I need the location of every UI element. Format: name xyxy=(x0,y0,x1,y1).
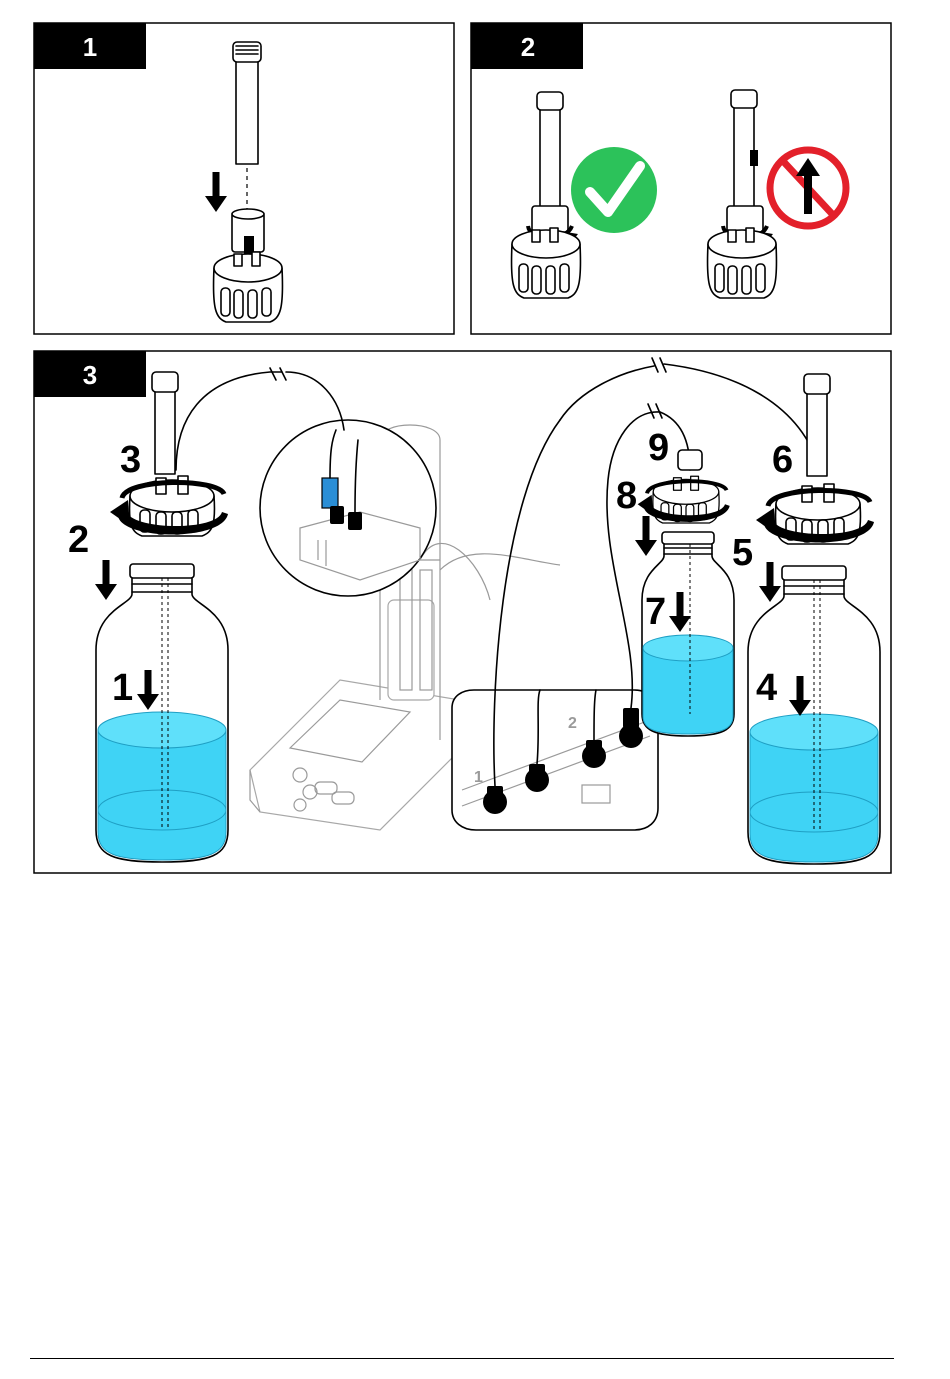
prohibited-icon xyxy=(770,150,846,226)
bottle-cap-1 xyxy=(214,252,283,322)
step-number-4: 4 xyxy=(756,667,777,709)
step-number-8: 8 xyxy=(616,475,637,517)
svg-text:2: 2 xyxy=(568,715,577,732)
step-number-3: 3 xyxy=(120,439,141,481)
blue-adapter xyxy=(322,478,338,508)
checkmark-icon xyxy=(571,147,657,233)
step-number-7: 7 xyxy=(645,591,666,633)
step-number-2: 2 xyxy=(68,519,89,561)
step-number-9: 9 xyxy=(648,427,669,469)
step-number-6: 6 xyxy=(772,439,793,481)
panel-1-label: 1 xyxy=(83,32,97,62)
panel-2: 2 xyxy=(471,23,891,334)
step-number-5: 5 xyxy=(732,532,753,574)
svg-text:1: 1 xyxy=(474,769,483,786)
panel-3: 3 xyxy=(34,351,891,873)
panel-1: 1 xyxy=(34,23,454,334)
valve-callout xyxy=(260,420,436,596)
footer-rule xyxy=(30,1358,894,1359)
panel-3-label: 3 xyxy=(83,360,97,390)
step-number-1: 1 xyxy=(112,667,133,709)
panel-2-label: 2 xyxy=(521,32,535,62)
